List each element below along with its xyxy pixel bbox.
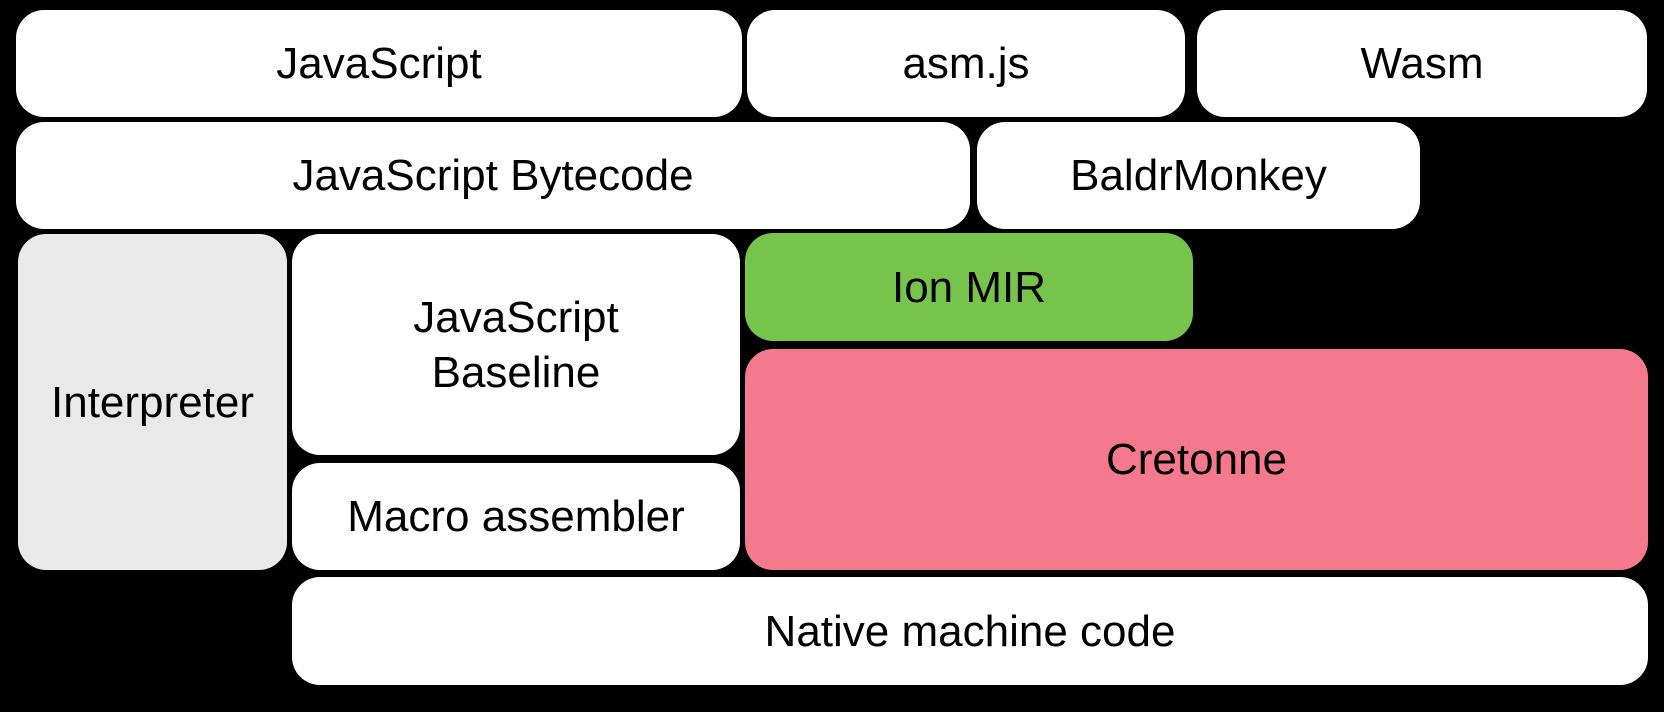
box-asmjs: asm.js [747, 10, 1185, 117]
box-wasm-label: Wasm [1360, 39, 1484, 88]
box-cretonne-label: Cretonne [1105, 435, 1287, 484]
box-javascript: JavaScript [16, 10, 742, 117]
box-wasm: Wasm [1197, 10, 1647, 117]
box-javascript-baseline: JavaScript Baseline [292, 234, 740, 455]
box-macro-assembler-label: Macro assembler [347, 492, 685, 541]
box-asmjs-label: asm.js [902, 39, 1030, 88]
box-interpreter: Interpreter [18, 234, 287, 570]
box-native-machine-code-label: Native machine code [764, 606, 1176, 656]
box-native-machine-code: Native machine code [292, 577, 1648, 685]
box-macro-assembler: Macro assembler [292, 463, 740, 570]
box-interpreter-label: Interpreter [51, 377, 254, 427]
box-ion-mir: Ion MIR [745, 233, 1193, 341]
box-ion-mir-label: Ion MIR [891, 262, 1047, 312]
box-baldrmonkey-label: BaldrMonkey [1070, 151, 1327, 200]
box-javascript-label: JavaScript [276, 39, 482, 88]
box-cretonne: Cretonne [745, 349, 1648, 570]
box-javascript-bytecode-label: JavaScript Bytecode [292, 151, 694, 200]
box-baldrmonkey: BaldrMonkey [977, 122, 1420, 229]
box-javascript-baseline-label: JavaScript Baseline [413, 292, 619, 397]
box-javascript-bytecode: JavaScript Bytecode [16, 122, 970, 229]
